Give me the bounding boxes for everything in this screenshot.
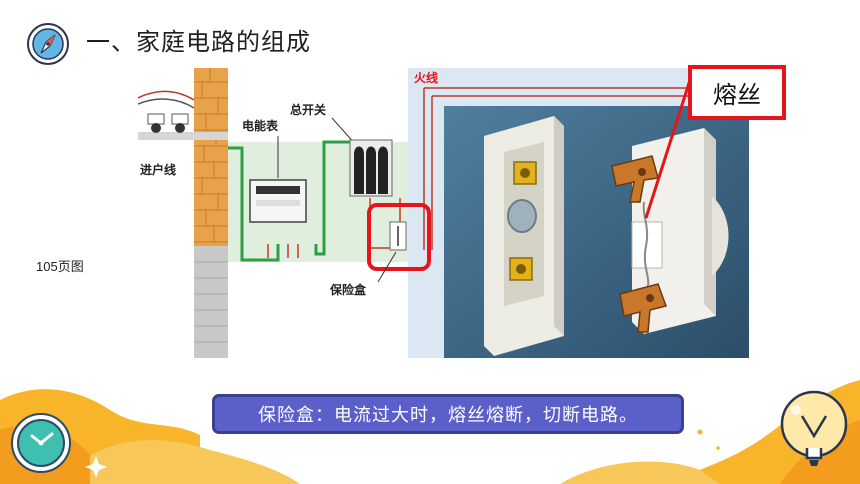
compass-icon	[27, 23, 69, 65]
label-live-wire: 火线	[414, 70, 438, 85]
caption-banner: 保险盒：电流过大时，熔丝熔断，切断电路。	[212, 394, 684, 434]
figure-reference: 105页图	[36, 259, 84, 274]
label-service-entrance: 进户线	[140, 162, 176, 177]
lightbulb-icon	[780, 390, 848, 466]
label-fuse-box: 保险盒	[329, 282, 367, 297]
circuit-figure: 进户线 电能表 总开关	[138, 68, 749, 358]
main-switch	[349, 139, 393, 197]
fuse-box-highlight	[367, 203, 431, 271]
label-energy-meter: 电能表	[242, 118, 279, 133]
label-main-switch: 总开关	[290, 102, 326, 117]
clock-icon	[11, 413, 71, 473]
fuse-photo	[444, 106, 749, 358]
page-title: 一、家庭电路的组成	[86, 28, 311, 56]
callout-leader	[644, 79, 692, 219]
fuse-callout: 熔丝	[688, 65, 786, 120]
